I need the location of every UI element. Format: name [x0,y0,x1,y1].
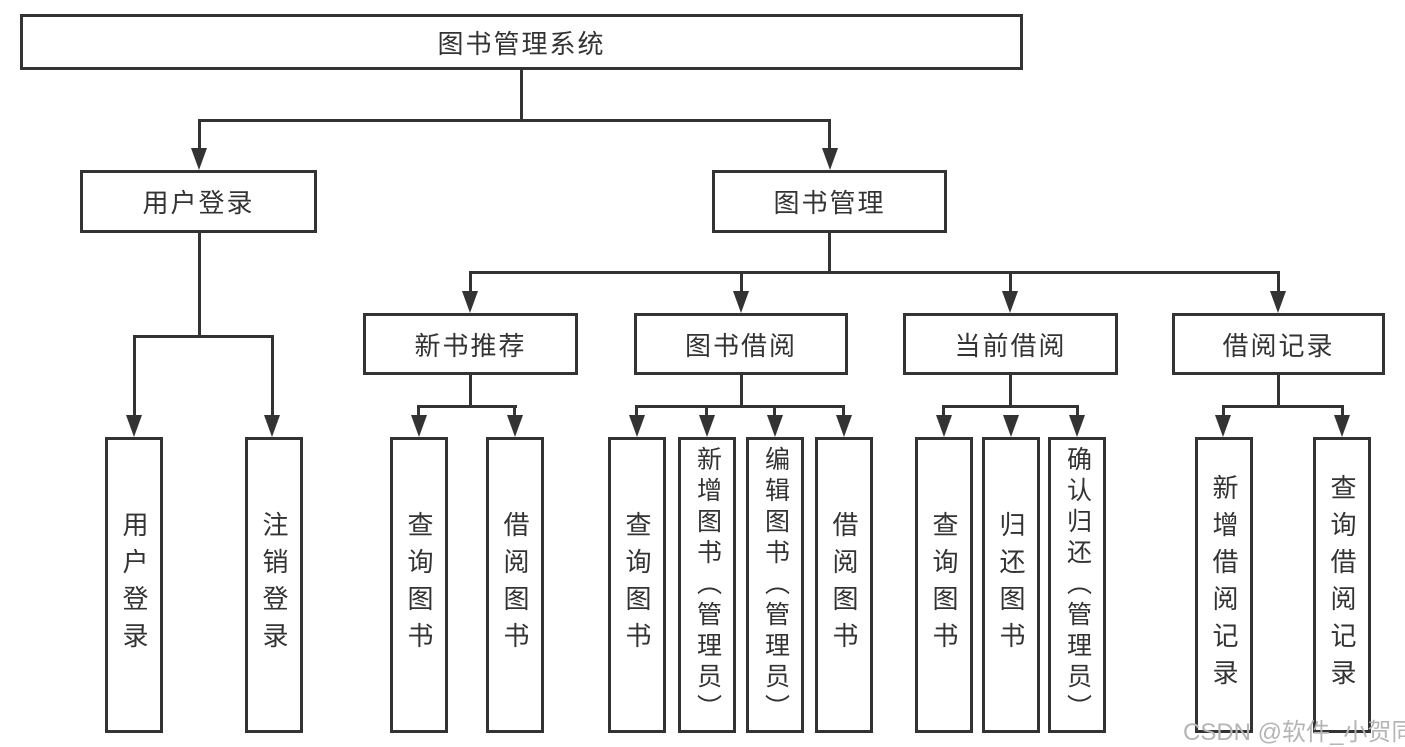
connector-line-v [1222,405,1225,417]
connector-arrowhead [126,415,142,437]
leaf-query-borrow-record: 查询借阅记录 [1313,437,1371,733]
leaf-add-borrow-record: 新增借阅记录 [1195,437,1253,733]
connector-line-v [417,405,420,417]
connector-line-v [635,405,638,417]
leaf-user-login: 用户登录 [105,437,163,733]
connector-arrowhead [1002,291,1018,313]
connector-line-v [513,405,516,417]
node-library-management-system-label: 图书管理系统 [437,28,606,59]
connector-line-h [942,405,1079,408]
leaf-return-book-label: 归还图书 [996,511,1026,659]
leaf-query-books-current-label: 查询图书 [929,511,959,659]
connector-line-v [469,375,472,407]
connector-line-v [1076,405,1079,417]
leaf-edit-book-admin-label: 编辑图书（管理员） [761,445,790,725]
node-book-borrowing: 图书借阅 [634,313,848,375]
leaf-query-books-recommend-label: 查询图书 [404,511,434,659]
connector-line-v [828,233,831,273]
connector-arrowhead [699,415,715,437]
connector-line-v [740,375,743,407]
leaf-query-books-borrowing-label: 查询图书 [622,511,652,659]
connector-arrowhead [836,415,852,437]
connector-arrowhead [1003,415,1019,437]
connector-arrowhead [767,415,783,437]
connector-arrowhead [1270,291,1286,313]
leaf-add-book-admin-label: 新增图书（管理员） [693,445,722,725]
connector-line-v [705,405,708,417]
connector-line-v [942,405,945,417]
leaf-query-books-current: 查询图书 [915,437,973,733]
leaf-query-books-borrowing: 查询图书 [608,437,666,733]
connector-line-h [469,271,1280,274]
node-current-borrowing: 当前借阅 [903,313,1118,375]
leaf-add-book-admin: 新增图书（管理员） [678,437,736,733]
node-library-management-system: 图书管理系统 [20,14,1023,70]
leaf-query-books-recommend: 查询图书 [390,437,448,733]
connector-line-h [198,119,831,122]
connector-line-v [1277,271,1280,293]
node-book-management-label: 图书管理 [773,188,886,218]
leaf-borrow-books-recommend-label: 借阅图书 [500,511,530,659]
connector-line-h [133,335,274,338]
leaf-logout: 注销登录 [245,437,303,733]
connector-line-v [1009,375,1012,407]
connector-line-v [1341,405,1344,417]
leaf-logout-label: 注销登录 [259,511,289,659]
connector-arrowhead [411,415,427,437]
connector-line-v [842,405,845,417]
connector-line-h [635,405,845,408]
connector-arrowhead [462,291,478,313]
node-borrowing-records: 借阅记录 [1172,313,1385,375]
connector-line-v [469,271,472,293]
leaf-edit-book-admin: 编辑图书（管理员） [746,437,804,733]
connector-arrowhead [822,148,838,170]
leaf-return-book: 归还图书 [982,437,1040,733]
connector-arrowhead [191,148,207,170]
connector-line-v [198,233,201,337]
node-borrowing-records-label: 借阅记录 [1222,330,1335,361]
connector-line-v [271,335,274,417]
connector-line-v [198,119,201,152]
connector-arrowhead [1215,415,1231,437]
node-new-book-recommend: 新书推荐 [363,313,578,375]
connector-line-v [520,68,523,121]
node-current-borrowing-label: 当前借阅 [954,330,1067,361]
connector-line-v [828,119,831,152]
csdn-watermark: CSDN @软件_小贺同学 [1183,719,1405,746]
connector-arrowhead [264,415,280,437]
leaf-query-borrow-record-label: 查询借阅记录 [1327,474,1357,696]
node-book-management: 图书管理 [712,170,947,233]
connector-arrowhead [1069,415,1085,437]
leaf-user-login-label: 用户登录 [119,511,149,659]
leaf-borrow-books-borrowing-label: 借阅图书 [829,511,859,659]
connector-arrowhead [733,291,749,313]
connector-line-h [417,405,517,408]
connector-line-v [1009,271,1012,293]
leaf-add-borrow-record-label: 新增借阅记录 [1209,474,1239,696]
node-book-borrowing-label: 图书借阅 [684,330,797,361]
leaf-borrow-books-recommend: 借阅图书 [486,437,544,733]
connector-line-v [1277,375,1280,407]
node-user-login: 用户登录 [80,170,317,233]
connector-arrowhead [507,415,523,437]
leaf-confirm-return-admin: 确认归还（管理员） [1048,437,1106,733]
node-new-book-recommend-label: 新书推荐 [414,330,527,361]
connector-arrowhead [629,415,645,437]
connector-line-v [133,335,136,417]
connector-line-v [773,405,776,417]
connector-line-v [740,271,743,293]
connector-arrowhead [936,415,952,437]
leaf-confirm-return-admin-label: 确认归还（管理员） [1063,445,1092,725]
connector-line-h [1222,405,1344,408]
leaf-borrow-books-borrowing: 借阅图书 [815,437,873,733]
node-user-login-label: 用户登录 [142,188,255,218]
connector-arrowhead [1334,415,1350,437]
